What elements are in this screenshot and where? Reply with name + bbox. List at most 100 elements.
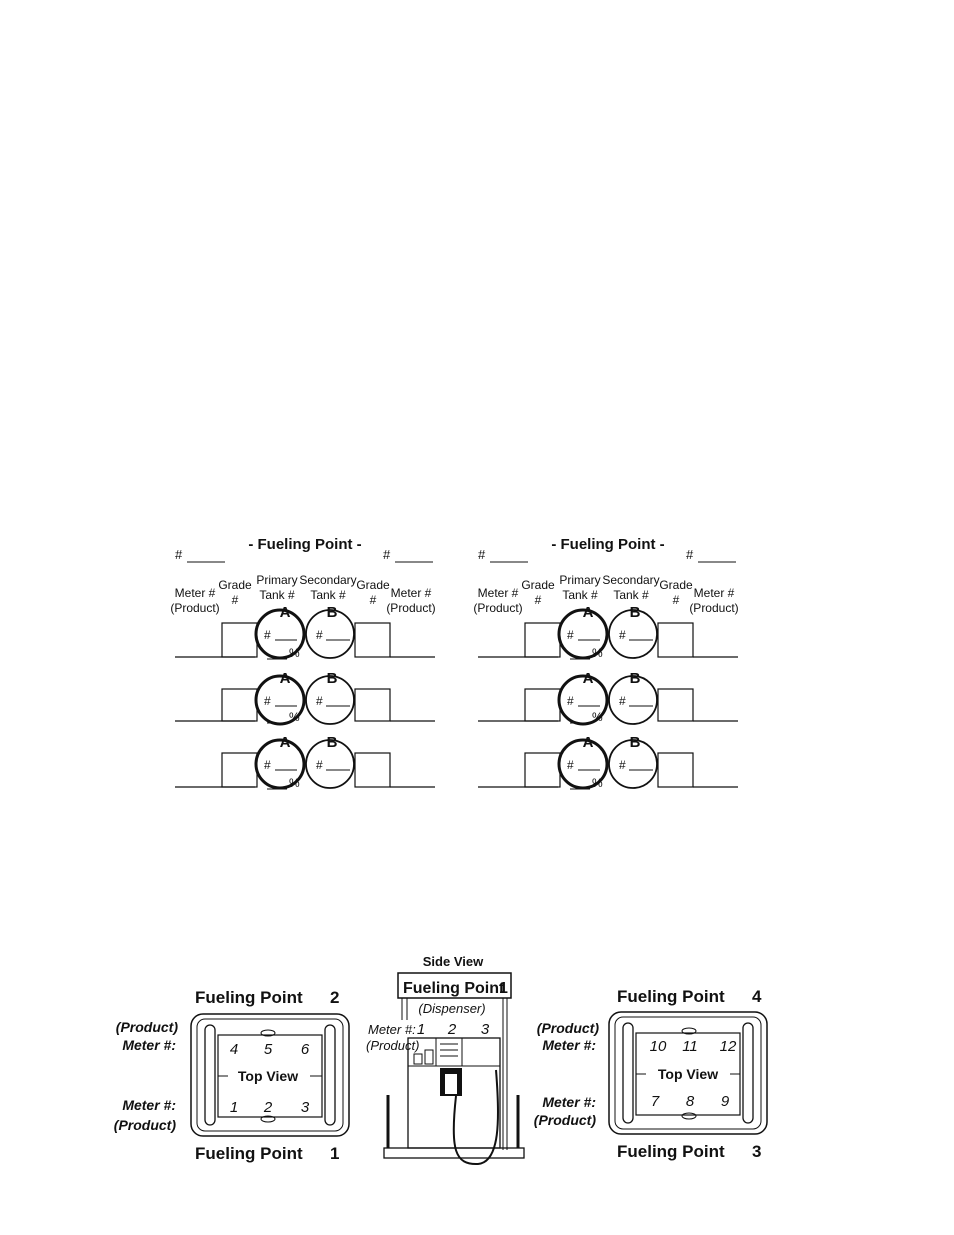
right-top-meter-2: 11 (682, 1038, 698, 1055)
left-grade-box[interactable] (221, 622, 258, 658)
tank-b-label: B (630, 604, 641, 621)
fueling-point-title: - Fueling Point - (551, 536, 664, 553)
meter-header-left: Meter # (175, 586, 216, 600)
percent-sign: % (592, 710, 603, 724)
left-label-bot-1: Meter #: (122, 1097, 176, 1113)
secondary-tank-circle[interactable] (608, 675, 658, 725)
bollard-right (324, 1024, 336, 1126)
secondary-header: Secondary (299, 573, 356, 587)
secondary-tank-circle[interactable] (305, 609, 355, 659)
right-label-bot-2: (Product) (534, 1112, 597, 1128)
right-grade-box[interactable] (657, 752, 694, 788)
right-bottom-meter-3: 9 (721, 1093, 730, 1110)
left-top-meter-3: 6 (301, 1041, 310, 1058)
secondary-hash: # (316, 694, 323, 708)
side-view-meter-2: 2 (447, 1021, 457, 1038)
left-grade-box[interactable] (221, 688, 258, 722)
meter-header-left: Meter # (478, 586, 519, 600)
percent-sign: % (289, 776, 300, 790)
percent-sign: % (592, 646, 603, 660)
left-grade-box[interactable] (524, 752, 561, 788)
grade-header-left: Grade (521, 578, 555, 592)
tank-b-label: B (327, 670, 338, 687)
left-label-bot-2: (Product) (114, 1117, 177, 1133)
tank-a-label: A (583, 604, 594, 621)
right-grade-box[interactable] (657, 622, 694, 658)
secondary-hash: # (619, 628, 626, 642)
right-grade-box[interactable] (354, 688, 391, 722)
top-view-right: Fueling Point 4 (Product) Meter #: Meter… (534, 987, 768, 1161)
secondary-hash: # (316, 758, 323, 772)
bollard-left (204, 1024, 216, 1126)
secondary-tank-circle[interactable] (608, 739, 658, 789)
right-bottom-title: Fueling Point (617, 1142, 725, 1161)
right-grade-box[interactable] (354, 752, 391, 788)
hose (452, 1069, 500, 1166)
primary-tank-circle[interactable] (254, 738, 306, 790)
left-bottom-title: Fueling Point (195, 1144, 303, 1163)
top-view-left: Fueling Point 2 (Product) Meter #: Meter… (114, 988, 350, 1163)
primary-tank-circle[interactable] (557, 608, 609, 660)
island-outline (190, 1013, 350, 1137)
button (424, 1049, 434, 1065)
meter-header-right: Meter # (391, 586, 432, 600)
primary-tank-circle[interactable] (254, 674, 306, 726)
grade-header-right: Grade (659, 578, 693, 592)
side-view-dispenser: (Dispenser) (418, 1001, 485, 1016)
secondary-tank-circle[interactable] (608, 609, 658, 659)
side-view-sign: Fueling Point (403, 980, 505, 997)
left-bottom-number: 1 (330, 1144, 339, 1163)
right-grade-box[interactable] (354, 622, 391, 658)
tank-a-label: A (583, 734, 594, 751)
right-grade-box[interactable] (657, 688, 694, 722)
island-outline (608, 1011, 768, 1135)
primary-hash: # (264, 758, 271, 772)
left-grade-box[interactable] (524, 622, 561, 658)
display-panel (435, 1037, 463, 1067)
tank-row: A B # % # (175, 734, 435, 790)
nozzle-top (260, 1029, 276, 1037)
fueling-point-diagram: - Fueling Point - # # Meter # (Product) … (473, 536, 738, 790)
tank-row: A B # % # (175, 670, 435, 726)
left-bottom-meter-3: 3 (301, 1099, 310, 1116)
primary-tank-circle[interactable] (557, 738, 609, 790)
primary-tank-header: Tank # (259, 588, 295, 602)
nozzle-bottom (681, 1112, 697, 1120)
right-label-top-2: Meter #: (542, 1037, 596, 1053)
secondary-tank-circle[interactable] (305, 739, 355, 789)
left-grade-box[interactable] (221, 752, 258, 788)
primary-tank-circle[interactable] (254, 608, 306, 660)
primary-header: Primary (559, 573, 600, 587)
left-bottom-meter-1: 1 (230, 1099, 238, 1116)
tank-row: A B # % # (478, 604, 738, 660)
left-top-meter-2: 5 (264, 1041, 273, 1058)
primary-tank-circle[interactable] (557, 674, 609, 726)
left-grade-box[interactable] (524, 688, 561, 722)
dispenser-sign (397, 972, 512, 999)
secondary-tank-circle[interactable] (305, 675, 355, 725)
tank-row: A B # % # (478, 734, 738, 790)
nozzle (445, 1074, 457, 1094)
right-top-title: Fueling Point (617, 987, 725, 1006)
dispenser-diagram-svg: Fueling Point 2 (Product) Meter #: Meter… (114, 954, 768, 1166)
primary-hash: # (567, 628, 574, 642)
island-inner-outline (196, 1018, 344, 1132)
secondary-hash: # (619, 758, 626, 772)
tank-a-label: A (280, 670, 291, 687)
tank-b-label: B (630, 670, 641, 687)
left-hash-label: # (478, 547, 486, 562)
right-hash-label: # (383, 547, 391, 562)
tank-b-label: B (327, 734, 338, 751)
tank-b-label: B (327, 604, 338, 621)
island-base (383, 1147, 525, 1159)
right-bottom-meter-2: 8 (686, 1093, 695, 1110)
right-hash-label: # (686, 547, 694, 562)
percent-sign: % (289, 646, 300, 660)
secondary-hash: # (316, 628, 323, 642)
left-bottom-meter-2: 2 (263, 1099, 273, 1116)
product-header-right: (Product) (689, 601, 738, 615)
product-header-right: (Product) (386, 601, 435, 615)
fueling-point-panel: - Fueling Point - # # Meter # (Product) … (170, 536, 445, 797)
right-top-meter-1: 10 (650, 1038, 667, 1055)
grade-hash-left: # (535, 593, 542, 607)
